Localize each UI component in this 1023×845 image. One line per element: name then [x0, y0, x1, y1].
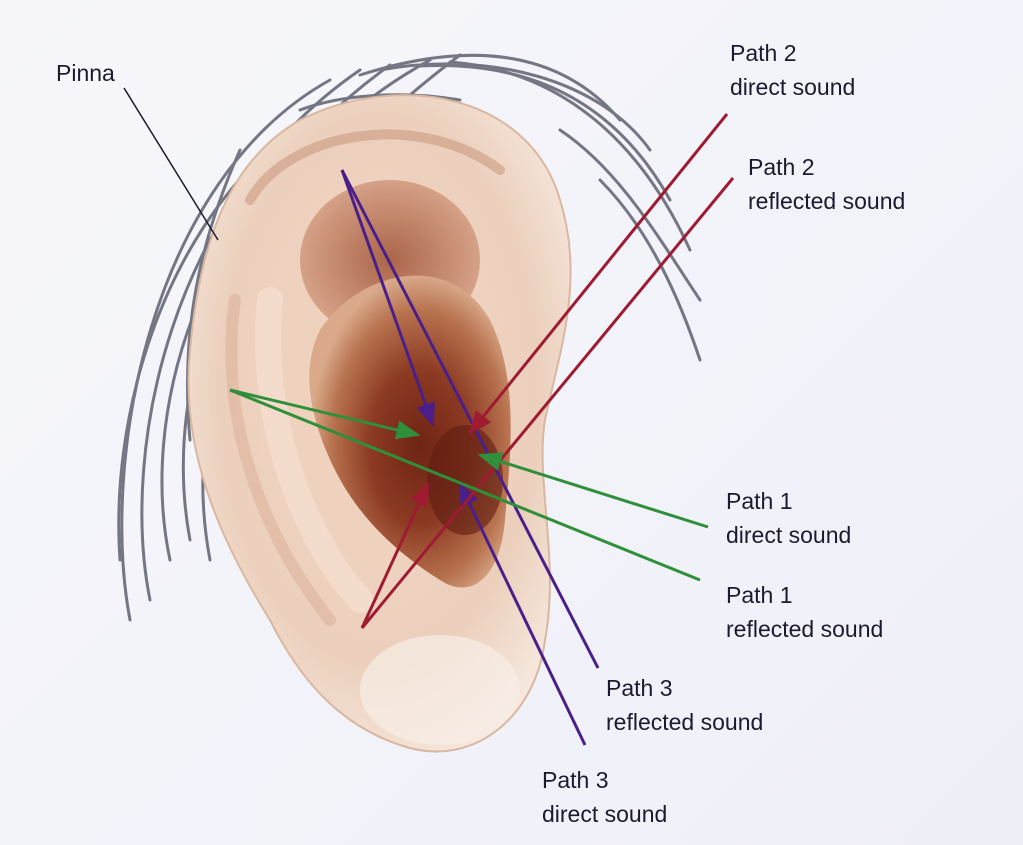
path2-lines: [360, 113, 735, 629]
path1-reflected-line: [229, 388, 701, 582]
path3-direct-desc: direct sound: [542, 801, 668, 827]
path2-reflected-desc: reflected sound: [748, 188, 906, 214]
path1-reflected-desc: reflected sound: [726, 616, 884, 642]
path3-reflected-arrow: [340, 169, 435, 428]
path1-reflected-arrow: [229, 388, 421, 440]
path1-direct-title: Path 1: [726, 488, 793, 514]
pinna-text: Pinna: [56, 60, 115, 86]
path1-reflected-title: Path 1: [726, 582, 793, 608]
path3-reflected-desc: reflected sound: [606, 709, 764, 735]
path1-lines: [229, 388, 709, 582]
path1-direct-desc: direct sound: [726, 522, 852, 548]
path2-direct-label: Path 2 direct sound: [730, 36, 855, 104]
path2-reflected-label: Path 2 reflected sound: [748, 150, 905, 218]
path2-reflected-arrow: [360, 481, 430, 629]
pinna-leader-line: [123, 87, 219, 241]
path1-reflected-label: Path 1 reflected sound: [726, 578, 883, 646]
path2-direct-line: [468, 113, 729, 435]
path3-reflected-title: Path 3: [606, 675, 673, 701]
path3-reflected-label: Path 3 reflected sound: [606, 671, 763, 739]
path2-reflected-line: [360, 177, 735, 629]
path2-direct-desc: direct sound: [730, 74, 856, 100]
path2-direct-title: Path 2: [730, 40, 797, 66]
path3-direct-line: [458, 481, 587, 746]
path1-direct-label: Path 1 direct sound: [726, 484, 851, 552]
path3-direct-label: Path 3 direct sound: [542, 763, 667, 831]
path1-direct-line: [477, 452, 709, 529]
path2-reflected-title: Path 2: [748, 154, 815, 180]
path3-direct-title: Path 3: [542, 767, 609, 793]
pinna-label: Pinna: [56, 56, 115, 90]
